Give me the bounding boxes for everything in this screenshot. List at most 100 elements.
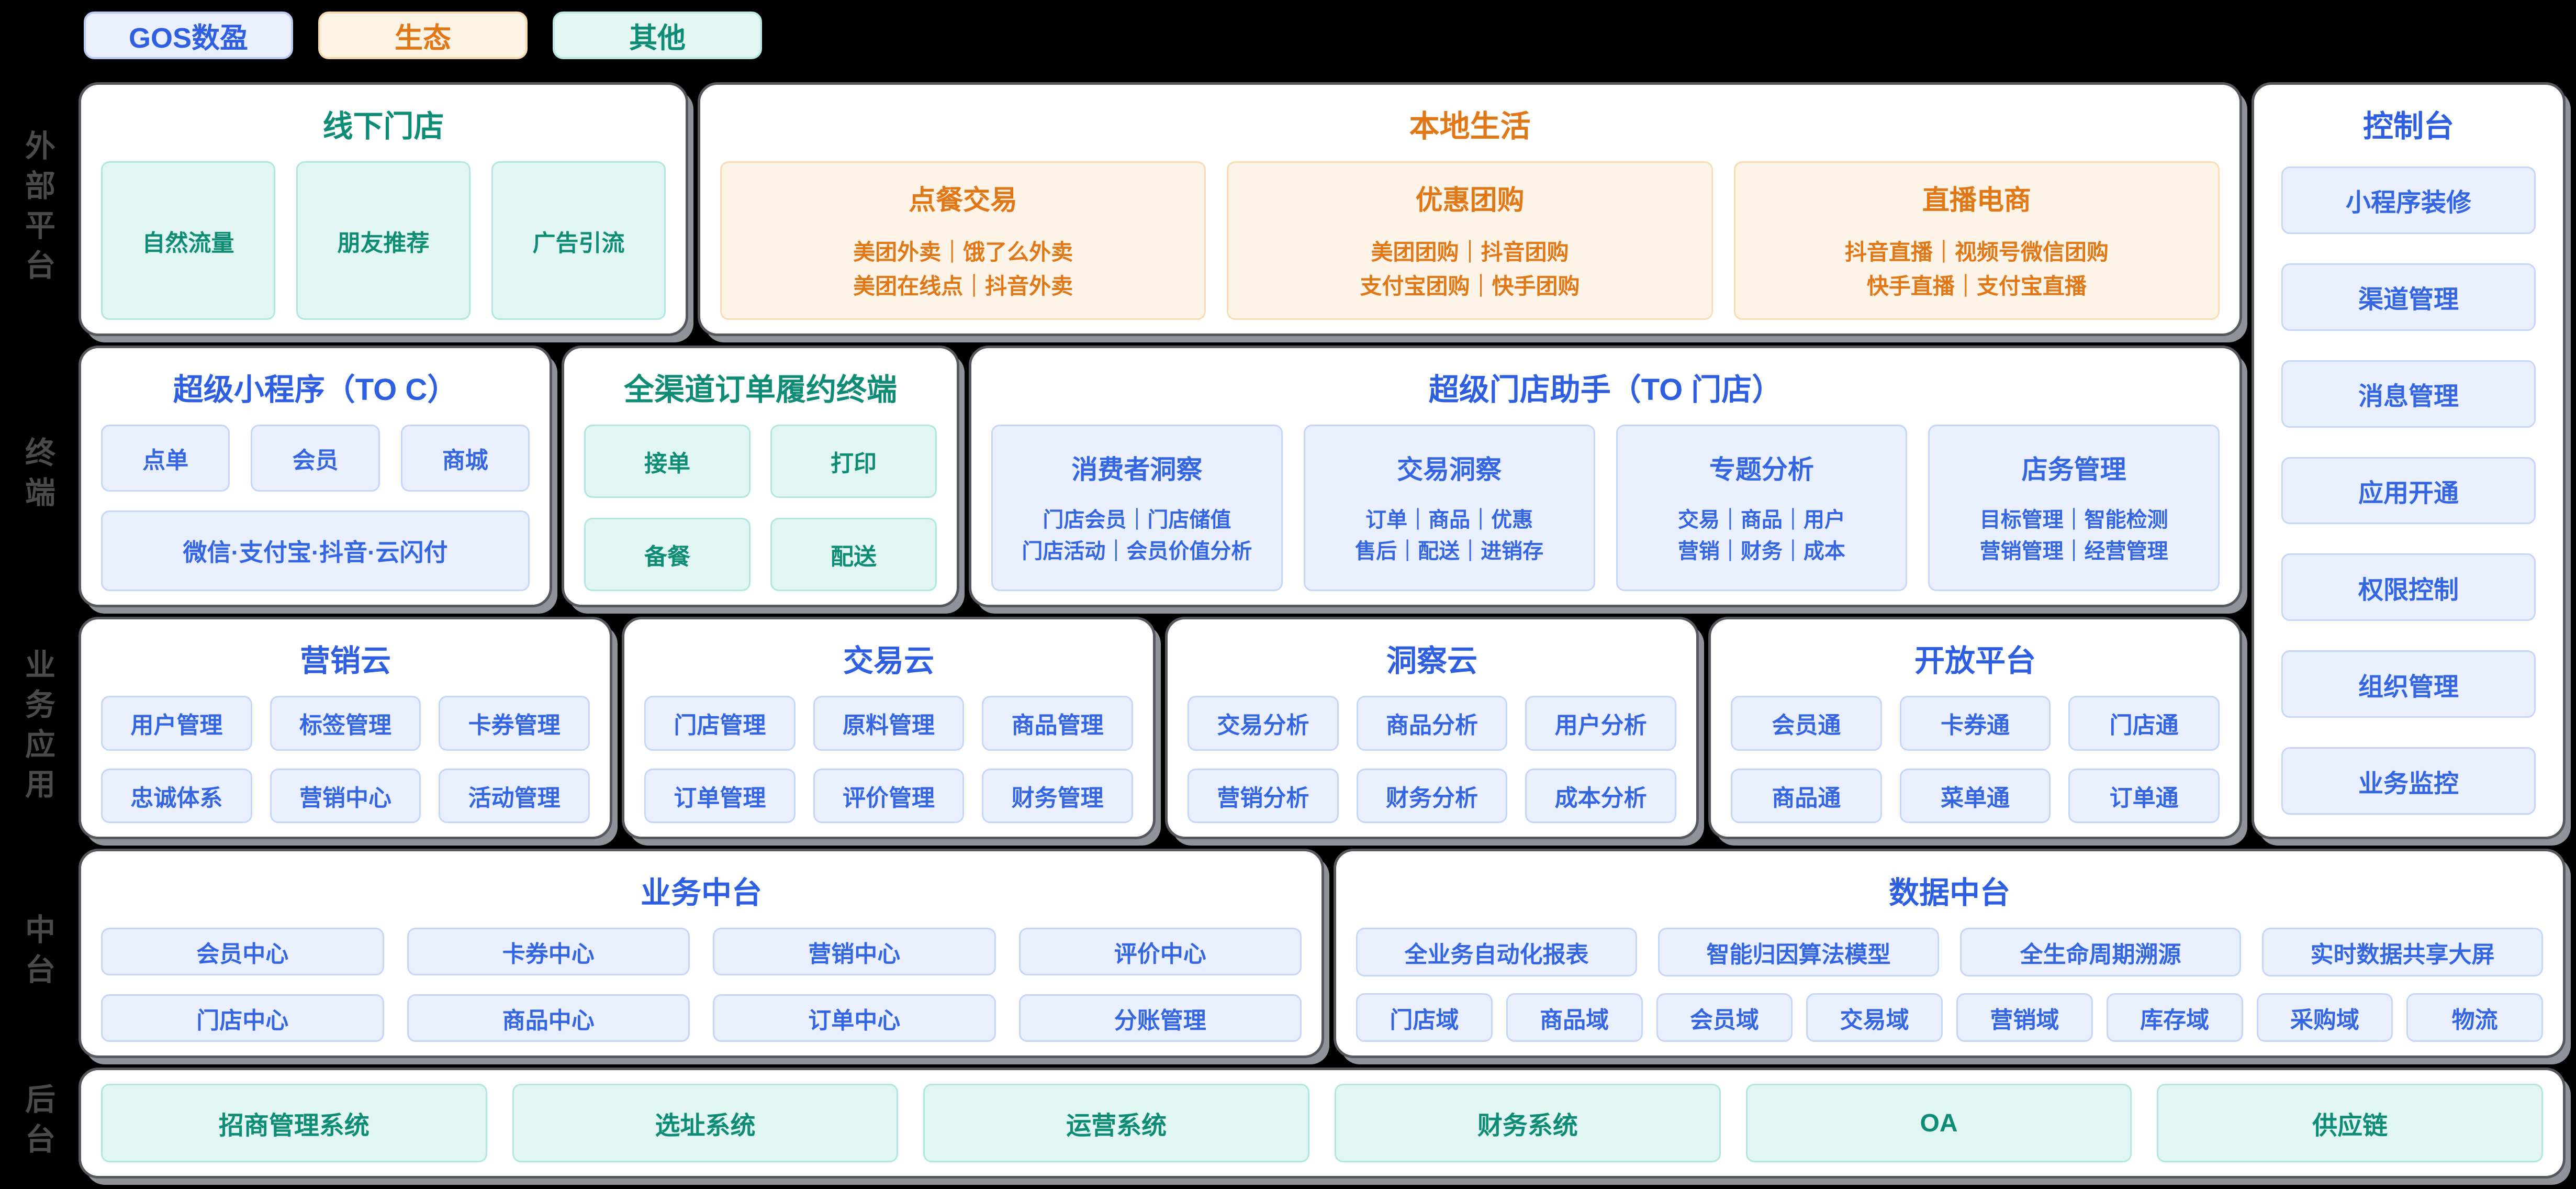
card-line: 门店活动｜会员价值分析 (1022, 540, 1252, 563)
card-title: 店务管理 (2021, 455, 2126, 484)
assistant-module-card: 专题分析交易｜商品｜用户营销｜财务｜成本 (1616, 425, 1908, 591)
open-platform-card: 订单通 (2068, 768, 2220, 823)
side-label-business-apps: 业务应用 (5, 617, 69, 839)
side-label-backend: 后台 (5, 1068, 69, 1179)
data-domain-card: 库存域 (2106, 993, 2243, 1042)
data-domain-card: 门店域 (1356, 993, 1493, 1042)
offline-store-title: 线下门店 (322, 109, 444, 143)
marketing-cloud-title: 营销云 (299, 644, 391, 678)
card-line: 美团外卖｜饿了么外卖 (853, 239, 1073, 264)
trade-cloud-card: 财务管理 (982, 768, 1133, 823)
data-domain-card: 商品域 (1506, 993, 1643, 1042)
trade-cloud-card: 订单管理 (644, 768, 796, 823)
data-feature-card: 实时数据共享大屏 (2262, 928, 2543, 976)
miniapp-feature-card: 点单 (101, 425, 230, 492)
data-domain-card: 交易域 (1806, 993, 1943, 1042)
open-platform-card: 菜单通 (1899, 768, 2051, 823)
business-center-card: 订单中心 (713, 994, 996, 1042)
offline-channel-card: 朋友推荐 (296, 161, 471, 320)
assistant-module-card: 消费者洞察门店会员｜门店储值门店活动｜会员价值分析 (991, 425, 1283, 591)
console-item-card: 组织管理 (2281, 650, 2536, 718)
insight-cloud-card: 用户分析 (1525, 696, 1676, 751)
trade-cloud-card: 门店管理 (644, 696, 796, 751)
card-line: 目标管理｜智能检测 (1979, 508, 2168, 531)
data-middle-box: 数据中台 全业务自动化报表智能归因算法模型全生命周期溯源实时数据共享大屏 门店域… (1334, 849, 2566, 1058)
data-feature-card: 智能归因算法模型 (1658, 928, 1939, 976)
offline-channel-card: 自然流量 (101, 161, 275, 320)
card-title: 点餐交易 (909, 185, 1018, 216)
insight-cloud-card: 财务分析 (1356, 768, 1508, 823)
miniapp-feature-card: 会员 (251, 425, 380, 492)
console-item-card: 应用开通 (2281, 457, 2536, 525)
card-line: 美团在线点｜抖音外卖 (853, 274, 1073, 298)
open-platform-card: 门店通 (2068, 696, 2220, 751)
legend: GOS数盈 生态 其他 (84, 12, 2566, 59)
console-item-card: 小程序装修 (2281, 166, 2536, 234)
payment-channels-card: 微信·支付宝·抖音·云闪付 (101, 510, 530, 591)
diagram-board: 外部平台 线下门店 自然流量朋友推荐广告引流 本地生活 点餐交易美团外卖｜饿了么… (5, 82, 2566, 1179)
marketing-cloud-card: 用户管理 (101, 696, 252, 751)
business-center-card: 会员中心 (101, 928, 384, 975)
local-life-card: 点餐交易美团外卖｜饿了么外卖美团在线点｜抖音外卖 (720, 161, 1206, 320)
trade-cloud-cards: 门店管理原料管理商品管理订单管理评价管理财务管理 (644, 696, 1133, 823)
business-middle-title: 业务中台 (640, 876, 762, 910)
local-life-card: 优惠团购美团团购｜抖音团购支付宝团购｜快手团购 (1227, 161, 1713, 320)
super-miniapp-box: 超级小程序（TO C） 点单会员商城 微信·支付宝·抖音·云闪付 (79, 346, 552, 607)
console-item-card: 业务监控 (2281, 747, 2536, 815)
business-middle-cards: 会员中心卡券中心营销中心评价中心门店中心商品中心订单中心分账管理 (101, 928, 1302, 1042)
store-assistant-cards: 消费者洞察门店会员｜门店储值门店活动｜会员价值分析 交易洞察订单｜商品｜优惠售后｜… (991, 425, 2220, 591)
insight-cloud-box: 洞察云 交易分析商品分析用户分析营销分析财务分析成本分析 (1165, 617, 1699, 839)
card-line: 门店会员｜门店储值 (1043, 508, 1231, 531)
business-center-card: 营销中心 (713, 928, 996, 975)
backend-system-card: 运营系统 (923, 1084, 1309, 1162)
console-box: 控制台 小程序装修渠道管理消息管理应用开通权限控制组织管理业务监控 (2252, 82, 2566, 839)
backend-system-card: 选址系统 (512, 1084, 899, 1162)
trade-cloud-card: 商品管理 (982, 696, 1133, 751)
card-line: 美团团购｜抖音团购 (1371, 239, 1569, 264)
business-center-card: 门店中心 (101, 994, 384, 1042)
data-domain-card: 物流 (2406, 993, 2543, 1042)
assistant-module-card: 店务管理目标管理｜智能检测营销管理｜经营管理 (1928, 425, 2220, 591)
open-platform-title: 开放平台 (1914, 644, 2036, 678)
insight-cloud-cards: 交易分析商品分析用户分析营销分析财务分析成本分析 (1188, 696, 1676, 823)
card-title: 专题分析 (1709, 455, 1814, 484)
trade-cloud-title: 交易云 (843, 644, 934, 678)
card-line: 快手直播｜支付宝直播 (1866, 274, 2087, 298)
marketing-cloud-card: 营销中心 (270, 768, 421, 823)
super-miniapp-cards: 点单会员商城 (101, 425, 530, 492)
backend-system-card: OA (1745, 1084, 2132, 1162)
marketing-cloud-card: 忠诚体系 (101, 768, 252, 823)
side-label-text: 业务应用 (20, 648, 54, 808)
console-title: 控制台 (2362, 109, 2454, 143)
side-label-text: 中台 (20, 914, 54, 993)
fulfillment-card: 接单 (584, 425, 751, 498)
trade-cloud-box: 交易云 门店管理原料管理商品管理订单管理评价管理财务管理 (622, 617, 1156, 839)
legend-pill-ecosystem: 生态 (318, 12, 528, 59)
offline-store-cards: 自然流量朋友推荐广告引流 (101, 161, 666, 320)
card-title: 交易洞察 (1397, 455, 1502, 484)
fulfillment-card: 配送 (770, 518, 937, 591)
card-line: 营销｜财务｜成本 (1677, 540, 1845, 563)
console-items: 小程序装修渠道管理消息管理应用开通权限控制组织管理业务监控 (2274, 161, 2543, 823)
business-center-card: 评价中心 (1018, 928, 1302, 975)
local-life-title: 本地生活 (1409, 109, 1531, 143)
miniapp-feature-card: 商城 (400, 425, 530, 492)
insight-cloud-card: 交易分析 (1188, 696, 1339, 751)
console-item-card: 渠道管理 (2281, 263, 2536, 331)
data-middle-title: 数据中台 (1888, 876, 2010, 910)
card-line: 售后｜配送｜进销存 (1355, 540, 1544, 563)
console-item-card: 消息管理 (2281, 360, 2536, 428)
offline-store-box: 线下门店 自然流量朋友推荐广告引流 (79, 82, 688, 336)
card-line: 订单｜商品｜优惠 (1365, 508, 1533, 531)
data-domain-card: 营销域 (1956, 993, 2093, 1042)
business-center-card: 商品中心 (407, 994, 690, 1042)
marketing-cloud-card: 活动管理 (439, 768, 590, 823)
marketing-cloud-box: 营销云 用户管理标签管理卡券管理忠诚体系营销中心活动管理 (79, 617, 612, 839)
card-title: 优惠团购 (1415, 185, 1525, 216)
side-label-text: 后台 (20, 1083, 54, 1163)
backend-system-card: 招商管理系统 (101, 1084, 487, 1162)
local-life-box: 本地生活 点餐交易美团外卖｜饿了么外卖美团在线点｜抖音外卖 优惠团购美团团购｜抖音… (698, 82, 2242, 336)
